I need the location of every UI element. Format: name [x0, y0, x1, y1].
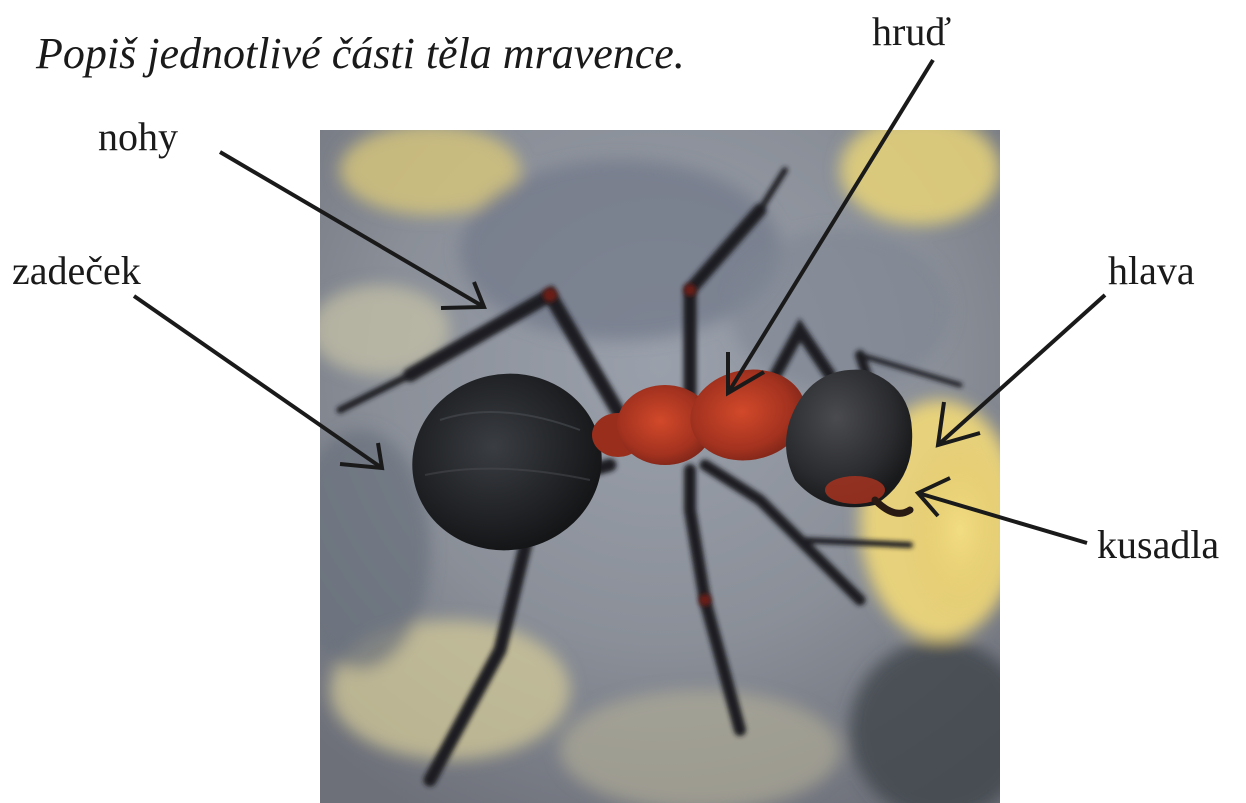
label-kusadla: kusadla [1097, 525, 1219, 565]
label-zadecek: zadeček [12, 251, 141, 291]
label-hlava: hlava [1108, 251, 1195, 291]
label-hrud: hruď [872, 12, 951, 52]
label-nohy: nohy [98, 117, 178, 157]
worksheet-title: Popiš jednotlivé části těla mravence. [36, 30, 685, 78]
ant-photo [320, 130, 1000, 803]
